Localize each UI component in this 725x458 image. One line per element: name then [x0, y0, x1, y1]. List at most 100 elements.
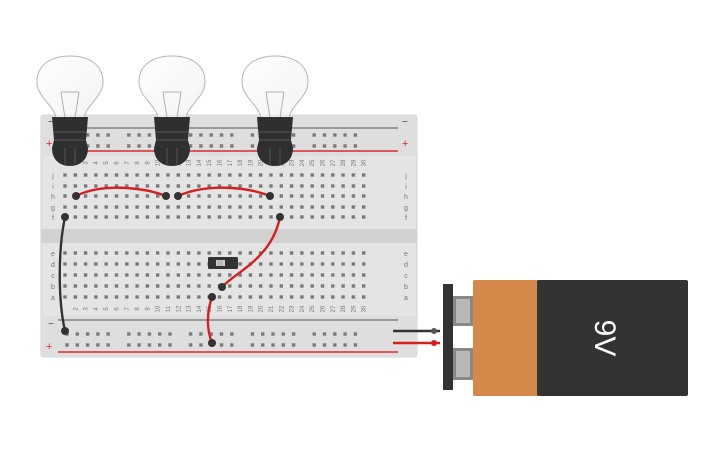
breadboard-hole [289, 295, 294, 299]
breadboard-hole [300, 205, 304, 209]
breadboard-hole [312, 144, 316, 148]
breadboard-hole [343, 343, 347, 347]
breadboard-hole [320, 215, 325, 219]
breadboard-hole [156, 184, 160, 188]
breadboard-hole [73, 184, 77, 188]
light-bulb[interactable] [241, 55, 309, 166]
breadboard-hole [351, 173, 356, 177]
row-label: b [51, 284, 55, 291]
wire-black-ground[interactable] [58, 215, 67, 333]
column-label: 20 [259, 159, 265, 166]
breadboard-hole [168, 343, 172, 347]
breadboard-hole [106, 332, 110, 336]
wire-endpoint[interactable] [208, 293, 216, 301]
breadboard-hole [269, 295, 273, 299]
breadboard-hole [238, 273, 242, 277]
breadboard-hole [320, 205, 325, 209]
lead-clip-plus [431, 340, 437, 346]
breadboard-hole [197, 184, 201, 188]
wire-red-to-switch[interactable] [220, 215, 282, 289]
column-label: 8 [135, 161, 141, 165]
breadboard-hole [362, 251, 366, 255]
breadboard-hole [85, 133, 90, 137]
breadboard-hole [217, 215, 222, 219]
breadboard-hole [63, 205, 67, 209]
light-bulb[interactable] [36, 55, 104, 166]
column-label: 27 [331, 305, 337, 312]
breadboard-hole [219, 332, 224, 336]
wire-endpoint[interactable] [276, 213, 284, 221]
slide-switch[interactable] [208, 257, 238, 269]
breadboard-hole [281, 332, 285, 336]
row-label: g [51, 205, 55, 212]
breadboard-hole [331, 251, 335, 255]
breadboard-hole [137, 144, 141, 148]
breadboard-hole [279, 284, 283, 288]
breadboard-hole [186, 184, 191, 188]
breadboard-hole [166, 284, 170, 288]
breadboard-hole [186, 205, 191, 209]
breadboard-hole [197, 284, 201, 288]
breadboard-hole [353, 133, 358, 137]
breadboard-hole [94, 251, 98, 255]
breadboard-hole [125, 295, 129, 299]
breadboard-hole [238, 262, 242, 266]
battery-cap-plate [443, 284, 453, 390]
breadboard-hole [331, 284, 335, 288]
breadboard-hole [135, 284, 139, 288]
breadboard-hole [269, 262, 273, 266]
breadboard-hole [85, 332, 90, 336]
breadboard-hole [291, 332, 296, 336]
breadboard-hole [135, 251, 139, 255]
breadboard-hole [156, 205, 160, 209]
breadboard-hole [145, 251, 150, 255]
breadboard-hole [63, 262, 67, 266]
wire-endpoint[interactable] [162, 192, 170, 200]
wire-red-bulb2-bulb3[interactable] [176, 186, 272, 198]
breadboard-hole [219, 133, 224, 137]
switch-slider[interactable] [216, 260, 225, 266]
breadboard-hole [362, 205, 366, 209]
breadboard-hole [320, 295, 325, 299]
top-rail-plus-label-left: + [46, 138, 52, 150]
wire-endpoint[interactable] [266, 192, 274, 200]
row-label: f [52, 215, 54, 222]
wire-endpoint[interactable] [61, 213, 69, 221]
breadboard-hole [279, 184, 283, 188]
breadboard-hole [106, 343, 110, 347]
breadboard-hole [147, 144, 152, 148]
light-bulb[interactable] [138, 55, 206, 166]
bulb-base [257, 117, 293, 166]
column-label: 17 [228, 305, 234, 312]
column-label: 28 [341, 305, 347, 312]
breadboard-hole [343, 144, 347, 148]
breadboard-hole [219, 343, 224, 347]
breadboard-hole [362, 215, 366, 219]
breadboard-hole [94, 295, 98, 299]
breadboard-hole [300, 284, 304, 288]
breadboard-hole [199, 343, 203, 347]
wire-red-bulb1-bulb2[interactable] [74, 186, 168, 198]
breadboard-hole [158, 332, 162, 336]
breadboard-hole [145, 215, 150, 219]
breadboard-hole [320, 273, 325, 277]
wire-endpoint[interactable] [61, 327, 69, 335]
wires [58, 186, 284, 347]
breadboard-hole [289, 215, 294, 219]
wire-endpoint[interactable] [208, 339, 216, 347]
breadboard-hole [166, 215, 170, 219]
breadboard-hole [351, 295, 356, 299]
breadboard-hole [147, 332, 152, 336]
breadboard-hole [322, 133, 327, 137]
column-label: 3 [84, 161, 90, 165]
battery-9v[interactable]: 9V [443, 280, 688, 396]
breadboard-hole [135, 205, 139, 209]
breadboard-hole [351, 251, 356, 255]
breadboard-hole [291, 144, 296, 148]
breadboard-hole [331, 215, 335, 219]
wire-endpoint[interactable] [218, 283, 226, 291]
wire-endpoint[interactable] [174, 192, 182, 200]
wire-endpoint[interactable] [72, 192, 80, 200]
breadboard-hole [166, 173, 170, 177]
